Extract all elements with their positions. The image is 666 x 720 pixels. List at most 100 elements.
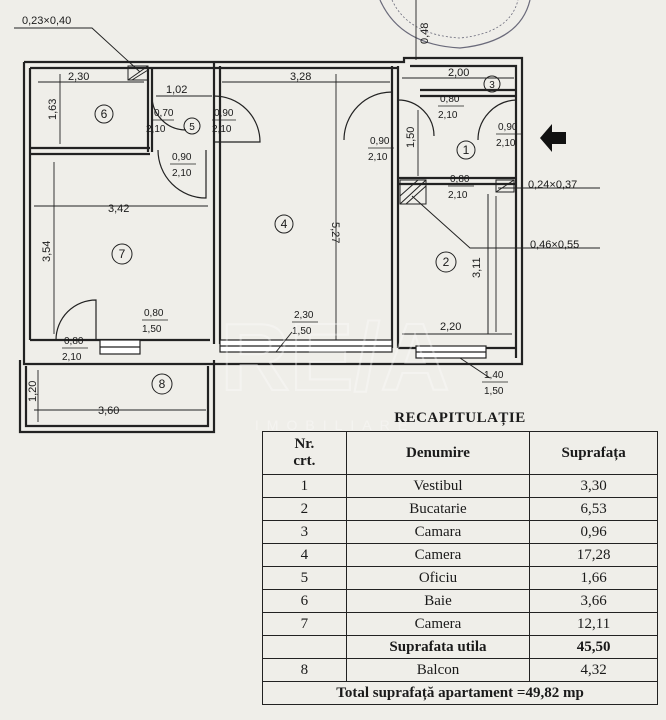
useful-area-nr xyxy=(262,635,347,659)
room-numbers xyxy=(94,75,501,395)
door-office-height: 2,10 xyxy=(212,124,232,135)
room-3-number: 3 xyxy=(489,80,495,91)
summary-table: Nr. crt. Denumire Suprafața 1 Vestibul 3… xyxy=(262,431,658,705)
leader-lines xyxy=(14,27,600,379)
room-2-number: 2 xyxy=(443,255,450,269)
row-area: 17,28 xyxy=(529,543,658,567)
window-room7-height: 1,50 xyxy=(142,324,162,335)
dim-balcony-height: 1,20 xyxy=(27,381,39,402)
dim-office-width: 1,02 xyxy=(166,84,187,96)
room-8-number: 8 xyxy=(159,377,166,391)
door-balcony-height: 2,10 xyxy=(62,352,82,363)
door-balcony-width: 0,80 xyxy=(64,336,84,347)
header-name: Denumire xyxy=(345,431,531,475)
dim-room7-width: 3,42 xyxy=(108,203,129,215)
row-area: 3,30 xyxy=(529,474,658,498)
summary-header-row: Nr. crt. Denumire Suprafața xyxy=(262,431,658,475)
header-crt-label: crt. xyxy=(293,453,316,469)
row-nr: 1 xyxy=(262,474,347,498)
header-area: Suprafața xyxy=(529,431,658,475)
room-7-number: 7 xyxy=(119,247,126,261)
window-kitchen-height: 1,50 xyxy=(484,386,504,397)
door-swings xyxy=(55,91,517,341)
useful-area-row: Suprafata utila 45,50 xyxy=(262,635,658,659)
useful-area-name: Suprafata utila xyxy=(345,635,531,659)
callout-duct-kitchen: 0,24×0,37 xyxy=(528,179,577,191)
row-name: Camera xyxy=(345,612,531,636)
header-nr-label: Nr. xyxy=(294,436,315,452)
row-name: Camera xyxy=(345,543,531,567)
dimension-lines xyxy=(34,0,514,422)
header-nr: Nr. crt. xyxy=(262,431,347,475)
watermark-logo: RE/A IMOBILIARE xyxy=(219,303,450,433)
door-kitchen-width: 0,80 xyxy=(450,174,470,185)
window-room7-width: 0,80 xyxy=(144,308,164,319)
door-room7-width: 0,90 xyxy=(172,152,192,163)
table-row: 3 Camara 0,96 xyxy=(262,520,658,544)
table-row: 7 Camera 12,11 xyxy=(262,612,658,636)
row-name: Oficiu xyxy=(345,566,531,590)
table-row: 5 Oficiu 1,66 xyxy=(262,566,658,590)
dim-bath-width: 2,30 xyxy=(68,71,89,83)
total-row: Total suprafață apartament =49,82 mp xyxy=(262,681,658,705)
row-area: 12,11 xyxy=(529,612,658,636)
dim-balcony-width: 3,60 xyxy=(98,405,119,417)
row-name: Bucatarie xyxy=(345,497,531,521)
dim-pantry-width: 2,00 xyxy=(448,67,469,79)
room-4-number: 4 xyxy=(281,217,288,231)
balcony-row: 8 Balcon 4,32 xyxy=(262,658,658,682)
ducts xyxy=(127,65,515,205)
balcony-name: Balcon xyxy=(345,658,531,682)
row-nr: 6 xyxy=(262,589,347,613)
summary-table-block: RECAPITULAȚIE Nr. crt. Denumire Suprafaț… xyxy=(262,410,658,705)
summary-title: RECAPITULAȚIE xyxy=(394,410,526,426)
door-bath-height: 2,10 xyxy=(146,124,166,135)
total-area: Total suprafață apartament =49,82 mp xyxy=(262,681,658,705)
stamp-fragment xyxy=(379,0,531,49)
window-room4-width: 2,30 xyxy=(294,310,314,321)
dim-wall-offset: 0,48 xyxy=(419,23,431,44)
room-5-number: 5 xyxy=(189,122,195,133)
door-office-width: 0,90 xyxy=(214,108,234,119)
windows xyxy=(99,339,487,359)
callout-duct-bath: 0,23×0,40 xyxy=(22,15,71,27)
door-bath-width: 0,70 xyxy=(154,108,174,119)
row-area: 0,96 xyxy=(529,520,658,544)
row-area: 6,53 xyxy=(529,497,658,521)
dim-bath-height: 1,63 xyxy=(47,99,59,120)
row-nr: 2 xyxy=(262,497,347,521)
entrance-arrow-icon xyxy=(540,124,566,152)
window-kitchen-width: 1,40 xyxy=(484,370,504,381)
room-1-number: 1 xyxy=(463,143,470,157)
watermark-text: RE/A xyxy=(220,304,449,411)
balcony-area: 4,32 xyxy=(529,658,658,682)
door-room4-height: 2,10 xyxy=(368,152,388,163)
dim-kitchen-width: 2,20 xyxy=(440,321,461,333)
window-room4-height: 1,50 xyxy=(292,326,312,337)
door-pantry-height: 2,10 xyxy=(438,110,458,121)
row-name: Baie xyxy=(345,589,531,613)
row-area: 1,66 xyxy=(529,566,658,590)
door-entrance-height: 2,10 xyxy=(496,138,516,149)
dim-room4-height: 5,27 xyxy=(329,222,341,243)
watermark-subtext: IMOBILIARE xyxy=(255,417,415,433)
row-nr: 7 xyxy=(262,612,347,636)
door-entrance-width: 0,90 xyxy=(498,122,518,133)
dim-room7-height: 3,54 xyxy=(41,241,53,262)
row-nr: 4 xyxy=(262,543,347,567)
room-6-number: 6 xyxy=(101,107,108,121)
row-name: Camara xyxy=(345,520,531,544)
door-room7-height: 2,10 xyxy=(172,168,192,179)
row-area: 3,66 xyxy=(529,589,658,613)
table-row: 6 Baie 3,66 xyxy=(262,589,658,613)
dim-kitchen-height: 3,11 xyxy=(471,257,483,278)
row-nr: 5 xyxy=(262,566,347,590)
door-room4-width: 0,90 xyxy=(370,136,390,147)
dim-hall-height: 1,50 xyxy=(405,127,417,148)
door-pantry-width: 0,80 xyxy=(440,94,460,105)
table-row: 1 Vestibul 3,30 xyxy=(262,474,658,498)
useful-area-value: 45,50 xyxy=(529,635,658,659)
callout-duct-large: 0,46×0,55 xyxy=(530,239,579,251)
door-kitchen-height: 2,10 xyxy=(448,190,468,201)
